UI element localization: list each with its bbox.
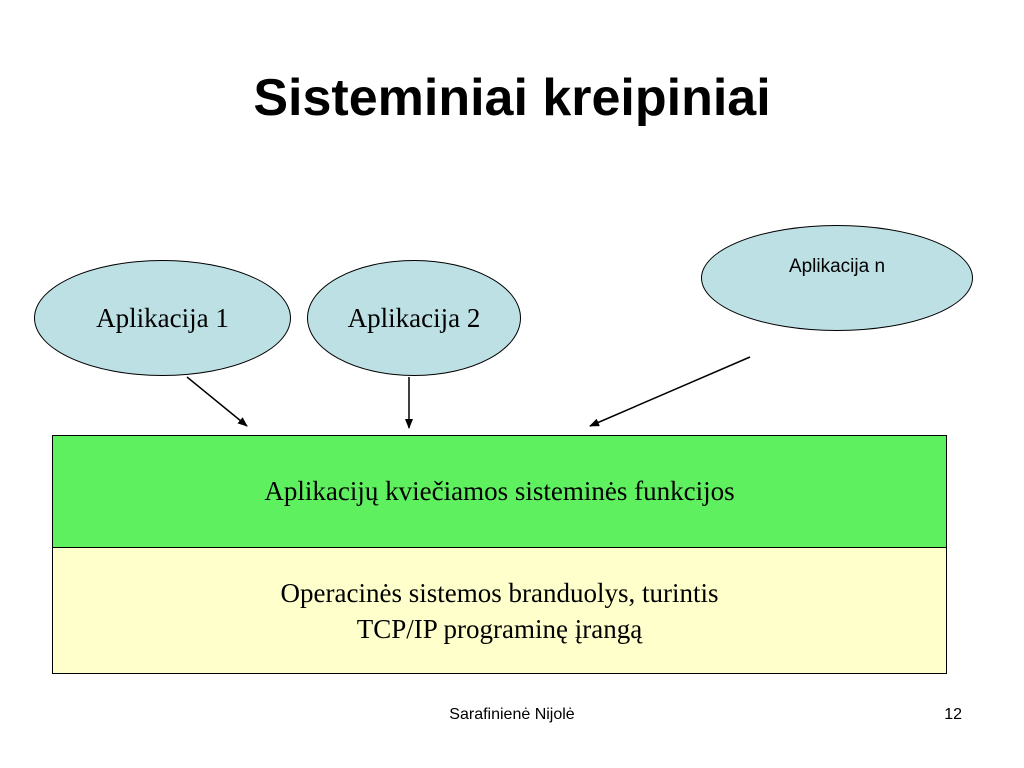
os-kernel-line-1: Operacinės sistemos branduolys, turintis xyxy=(280,577,719,608)
slide-title: Sisteminiai kreipiniai xyxy=(253,69,771,127)
application-1-ellipse: Aplikacija 1 xyxy=(34,260,291,376)
application-1-label: Aplikacija 1 xyxy=(96,302,229,333)
application-n-label: Aplikacija n xyxy=(788,256,886,277)
footer-author: Sarafinienė Nijolė xyxy=(449,706,575,723)
os-kernel-layer: Operacinės sistemos branduolys, turintis… xyxy=(52,547,947,674)
page-number: 12 xyxy=(944,706,962,723)
os-kernel-line-2: TCP/IP programinę įrangą xyxy=(356,613,643,644)
arrow-application-1 xyxy=(186,376,248,427)
application-2-label: Aplikacija 2 xyxy=(347,302,481,333)
arrow-application-n xyxy=(589,356,751,427)
system-functions-layer: Aplikacijų kviečiamos sisteminės funkcij… xyxy=(52,435,947,548)
application-2-ellipse: Aplikacija 2 xyxy=(307,260,521,376)
application-n-ellipse: Aplikacija n xyxy=(701,225,973,331)
system-functions-label: Aplikacijų kviečiamos sisteminės funkcij… xyxy=(264,476,735,506)
